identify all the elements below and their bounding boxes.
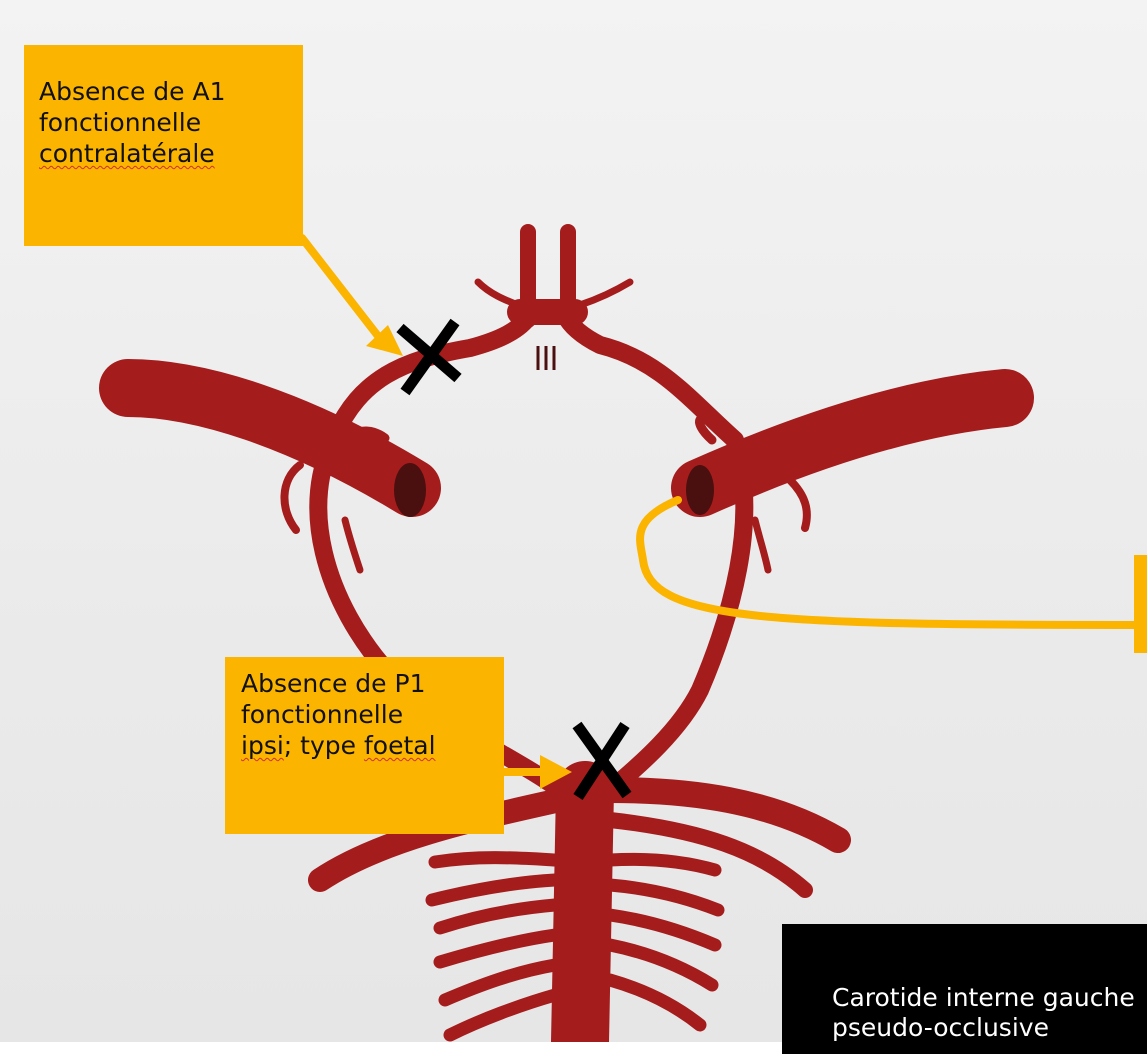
callout-p1-line2: fonctionnelle bbox=[241, 699, 504, 730]
left-middle-cerebral-artery bbox=[128, 388, 412, 488]
callout-a1-line3: contralatérale bbox=[39, 139, 215, 168]
callout-a1-line2: fonctionnelle bbox=[39, 107, 303, 138]
left-a1-segment bbox=[335, 315, 530, 435]
left-perforator-3 bbox=[345, 520, 360, 570]
acom-stripes bbox=[538, 346, 554, 370]
note-carotid-line1: Carotide interne gauche bbox=[832, 983, 1147, 1013]
note-carotid-line2: pseudo-occlusive bbox=[832, 1013, 1147, 1043]
right-acc-branch bbox=[580, 282, 630, 305]
callout-absence-p1: Absence de P1 fonctionnelle ipsi; type f… bbox=[225, 657, 504, 834]
left-mca-lumen bbox=[394, 463, 426, 517]
right-perforator-2 bbox=[790, 480, 807, 528]
basilar-artery bbox=[580, 790, 585, 1042]
arrow-a1 bbox=[302, 238, 385, 345]
callout-carotid-edge bbox=[1134, 555, 1147, 653]
right-perforator-3 bbox=[755, 520, 768, 570]
connector-carotid bbox=[640, 500, 1140, 625]
left-perforator-2 bbox=[284, 465, 300, 530]
right-mca-lumen bbox=[686, 465, 714, 515]
callout-p1-line1: Absence de P1 bbox=[241, 668, 504, 699]
note-carotid-pseudo-occlusion: Carotide interne gauche pseudo-occlusive bbox=[782, 924, 1147, 1054]
callout-p1-line3-foetal: foetal bbox=[364, 731, 436, 760]
left-acc-branch bbox=[478, 282, 518, 305]
callout-absence-a1: Absence de A1 fonctionnelle contralatéra… bbox=[24, 45, 303, 246]
callout-p1-line3-mid: ; type bbox=[284, 731, 364, 760]
callout-a1-line1: Absence de A1 bbox=[39, 76, 303, 107]
callout-p1-line3: ipsi; type foetal bbox=[241, 730, 504, 761]
callout-p1-line3-ipsi: ipsi bbox=[241, 731, 284, 760]
